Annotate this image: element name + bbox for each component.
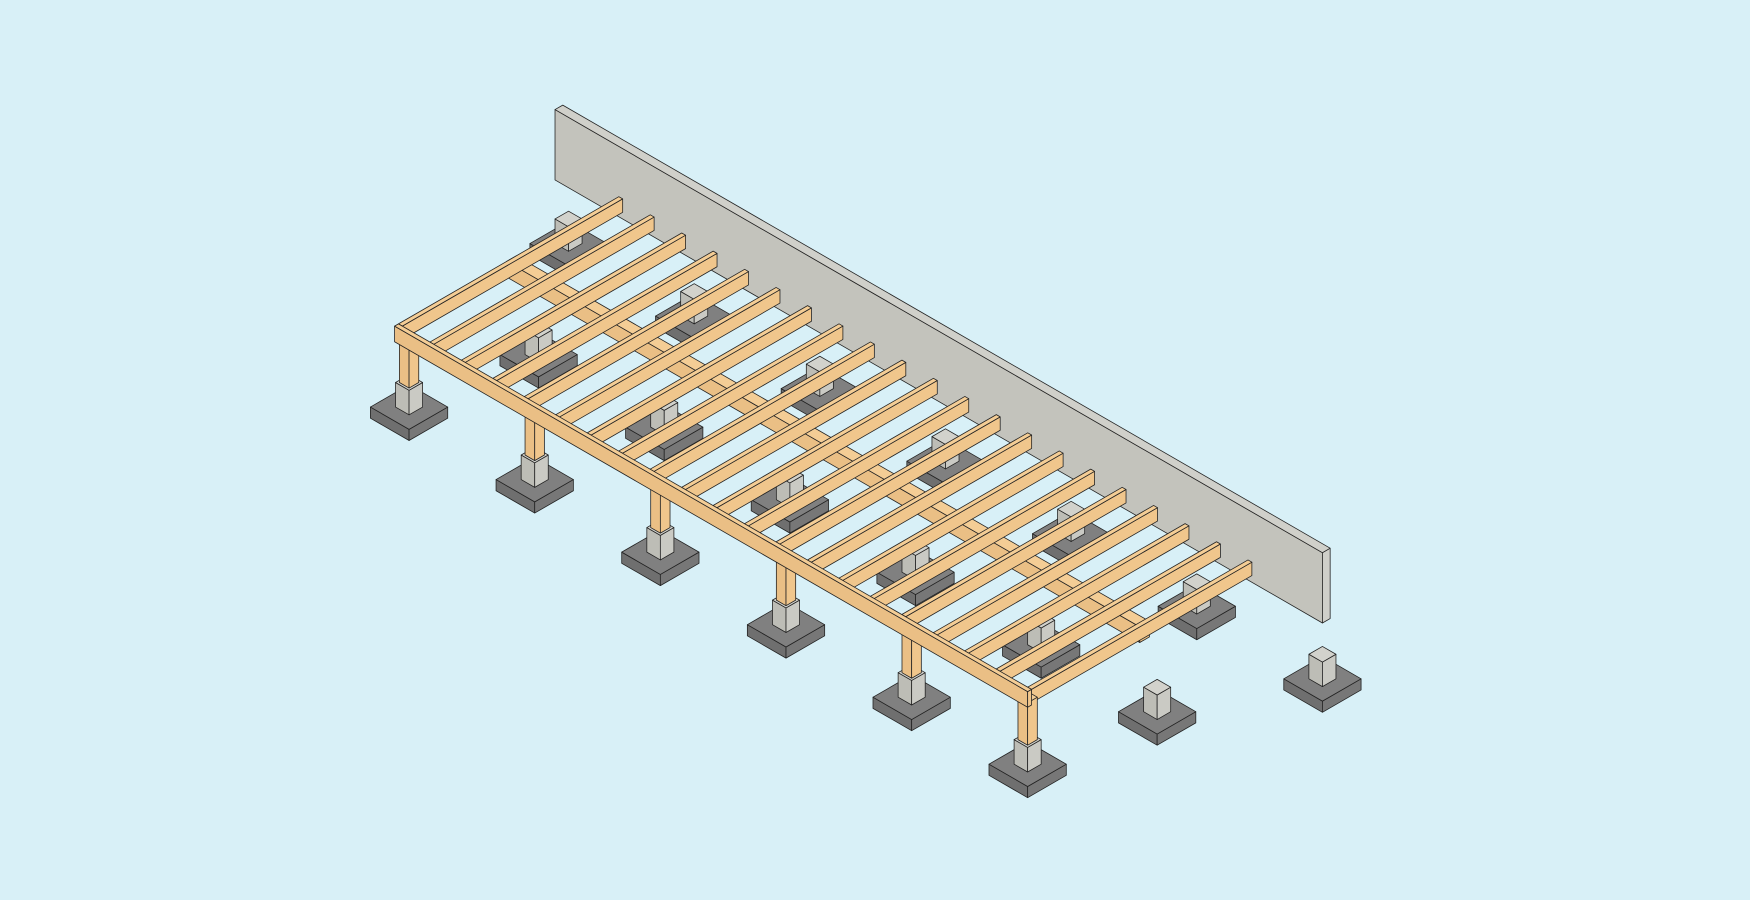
mid-pier-5-pier-top-face — [1143, 678, 1172, 696]
retaining-wall — [554, 104, 1331, 624]
joist-2 — [460, 232, 686, 377]
wall — [554, 104, 1331, 624]
mid-pier-5-pier — [1143, 678, 1172, 720]
front-rim-beam-end-face — [1027, 689, 1032, 708]
joist-14 — [838, 450, 1064, 595]
deck-framing — [398, 196, 1253, 704]
back-piers — [499, 210, 1362, 746]
wall-end-face — [1322, 547, 1331, 624]
front-posts-and-footings — [370, 323, 1067, 799]
front-rim-beam — [394, 323, 1032, 708]
joist-19 — [995, 541, 1221, 686]
back-pier-6-pier-top-face — [1308, 646, 1337, 663]
joist-10 — [712, 377, 938, 522]
front-rim-beam-top-face — [394, 323, 1032, 693]
back-pier-6-pier — [1308, 646, 1337, 687]
wall-top-face — [554, 104, 1331, 554]
